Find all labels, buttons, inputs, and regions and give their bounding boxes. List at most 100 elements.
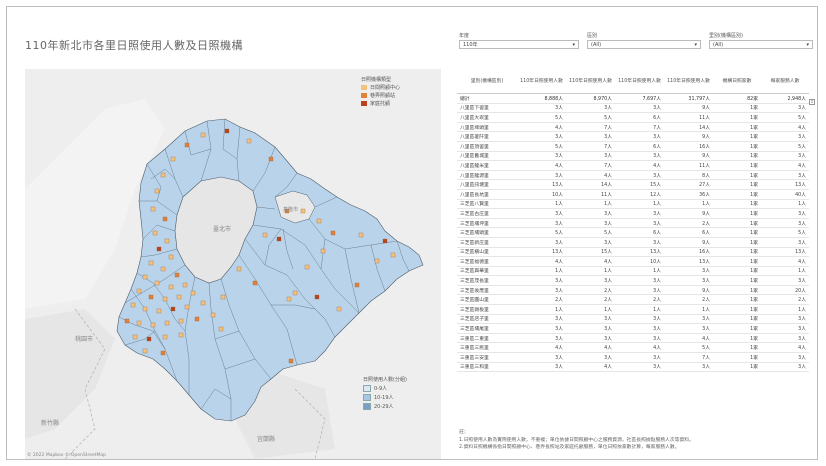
table-cell: 1家: [713, 256, 761, 267]
legend-item[interactable]: 日間照顧中心: [361, 83, 400, 91]
year-select[interactable]: 110年 ▾: [459, 40, 579, 49]
table-cell: 2人: [566, 285, 615, 296]
table-cell: 4人: [615, 342, 664, 354]
column-header[interactable]: 每家服務人數: [761, 71, 809, 94]
select-value: (All): [591, 41, 602, 48]
table-cell: 8,970人: [566, 93, 615, 104]
table-cell: 31,797人: [664, 93, 713, 104]
table-scroll-icon[interactable]: ↕: [809, 99, 815, 105]
table-cell: 1家: [713, 227, 761, 238]
table-cell: 3人: [761, 275, 809, 286]
table-cell: 2,948人: [761, 93, 809, 104]
table-cell: 4人: [566, 256, 615, 267]
column-header[interactable]: 110年日照使用人數: [517, 71, 566, 94]
data-table-wrap[interactable]: 里別(機構區別) 110年日照使用人數 110年日照使用人數 110年日照使用人…: [457, 71, 815, 423]
village-select[interactable]: (All) ▾: [709, 40, 813, 49]
table-cell: 1人: [517, 304, 566, 315]
table-cell: 7人: [566, 122, 615, 133]
table-cell: 6人: [615, 227, 664, 238]
map-label-hsinchu: 新竹縣: [41, 419, 59, 427]
column-header[interactable]: 110年日照使用人數: [566, 71, 615, 94]
note-line: 2.資料日照機構係指日間照顧中心、巷弄長照站及家庭托顧服務，單位日照依家數計算，…: [459, 445, 680, 450]
table-cell: 2人: [517, 294, 566, 306]
column-header[interactable]: 里別(機構區別): [457, 71, 517, 94]
legend-item[interactable]: 家庭托顧: [361, 99, 400, 107]
table-cell: 三芝區後厝里: [457, 285, 517, 296]
table-cell: 八里區荖阡里: [457, 131, 517, 142]
table-cell: 1人: [566, 304, 615, 315]
map-label-taipei: 臺北市: [213, 225, 231, 233]
dashboard-frame: 110年新北市各里日照使用人數及日照機構: [6, 6, 818, 460]
table-cell: 4人: [761, 256, 809, 267]
table-cell: 3人: [615, 103, 664, 114]
table-body: 總計 8,888人 8,970人 7,697人 31,797人 82家 2,94…: [457, 93, 809, 373]
table-cell: 總計: [457, 93, 517, 104]
table-cell: 13人: [761, 247, 809, 258]
column-header[interactable]: 110年日照使用人數: [615, 71, 664, 94]
table-cell: 3人: [761, 103, 809, 114]
table-cell: 1家: [713, 285, 761, 296]
table-cell: 7人: [566, 160, 615, 171]
legend-item[interactable]: 10-19人: [363, 393, 407, 402]
chevron-down-icon: ▾: [806, 41, 809, 48]
table-cell: 5人: [761, 141, 809, 152]
table-cell: 14人: [664, 122, 713, 133]
map-canvas[interactable]: 臺北市 基隆市 桃園市 新竹縣 宜蘭縣: [25, 69, 441, 459]
legend-title: 日照機構類型: [361, 76, 392, 83]
map-attribution[interactable]: © 2022 Mapbox © OpenStreetMap: [27, 453, 106, 458]
table-cell: 5人: [566, 112, 615, 123]
district-select[interactable]: (All) ▾: [587, 40, 701, 49]
table-cell: 7人: [566, 141, 615, 152]
table-cell: 三重區二重里: [457, 333, 517, 344]
table-cell: 3人: [517, 352, 566, 363]
table-total-row[interactable]: 總計 8,888人 8,970人 7,697人 31,797人 82家 2,94…: [457, 93, 809, 104]
table-cell: 1人: [664, 199, 713, 210]
column-header[interactable]: 110年日照使用人數: [664, 71, 713, 94]
table-cell: 三芝區埔坪里: [457, 218, 517, 229]
table-cell: 15人: [566, 247, 615, 258]
column-header[interactable]: 機構日照家數: [713, 71, 761, 94]
map-view[interactable]: 臺北市 基隆市 桃園市 新竹縣 宜蘭縣: [25, 69, 441, 459]
table-header-row: 里別(機構區別) 110年日照使用人數 110年日照使用人數 110年日照使用人…: [457, 71, 809, 94]
legend-item[interactable]: 20-29人: [363, 402, 407, 411]
table-cell: 3人: [761, 131, 809, 142]
table-cell: 36人: [664, 189, 713, 200]
legend-item[interactable]: 巷弄照顧站: [361, 91, 400, 99]
table-cell: 八里區龍米里: [457, 160, 517, 171]
table-cell: 3人: [615, 333, 664, 344]
legend-item[interactable]: 0-9人: [363, 384, 407, 393]
table-cell: 12人: [615, 189, 664, 200]
table-cell: 三重區三民里: [457, 342, 517, 354]
table-cell: 4人: [566, 342, 615, 354]
table-cell: 三芝區茂長里: [457, 275, 517, 286]
table-cell: 16人: [664, 247, 713, 258]
